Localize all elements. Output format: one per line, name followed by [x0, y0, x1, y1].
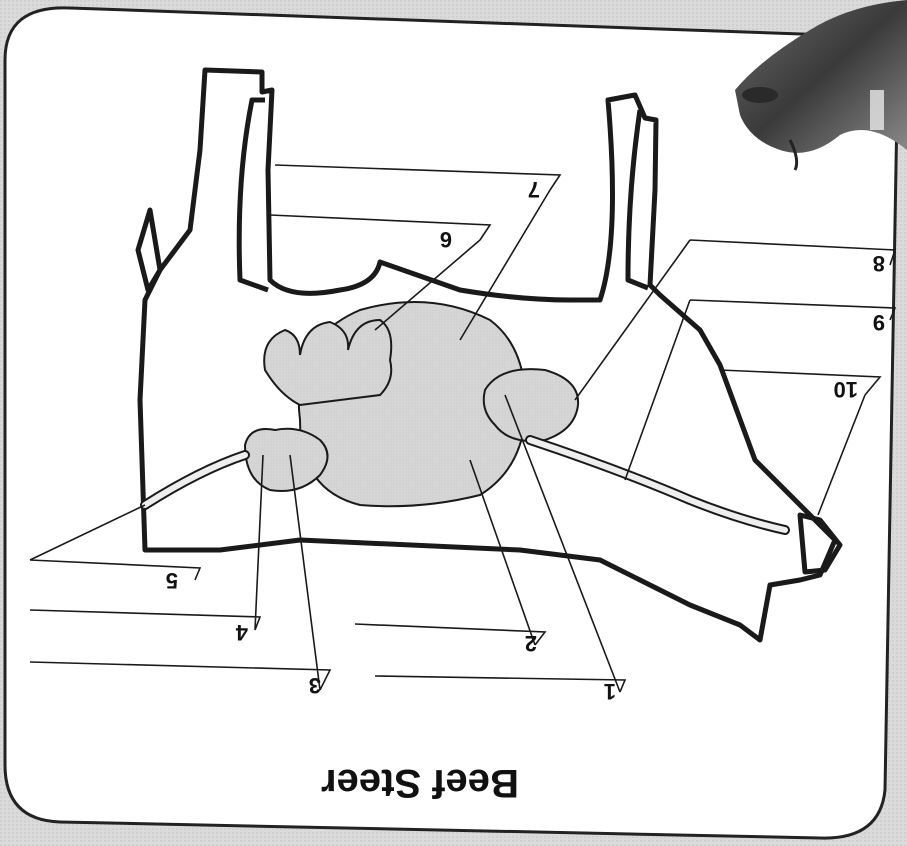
label-10: 10 [834, 377, 858, 402]
small-intestine [264, 320, 391, 405]
worksheet-title: Beef Steer [321, 761, 519, 805]
label-9: 9 [873, 310, 885, 335]
label-1: 1 [604, 679, 616, 704]
label-6: 6 [440, 227, 452, 252]
label-7: 7 [528, 177, 540, 202]
label-2: 2 [525, 631, 537, 656]
label-3: 3 [309, 673, 321, 698]
label-5: 5 [166, 568, 178, 593]
label-8: 8 [873, 251, 885, 276]
label-4: 4 [235, 620, 248, 645]
